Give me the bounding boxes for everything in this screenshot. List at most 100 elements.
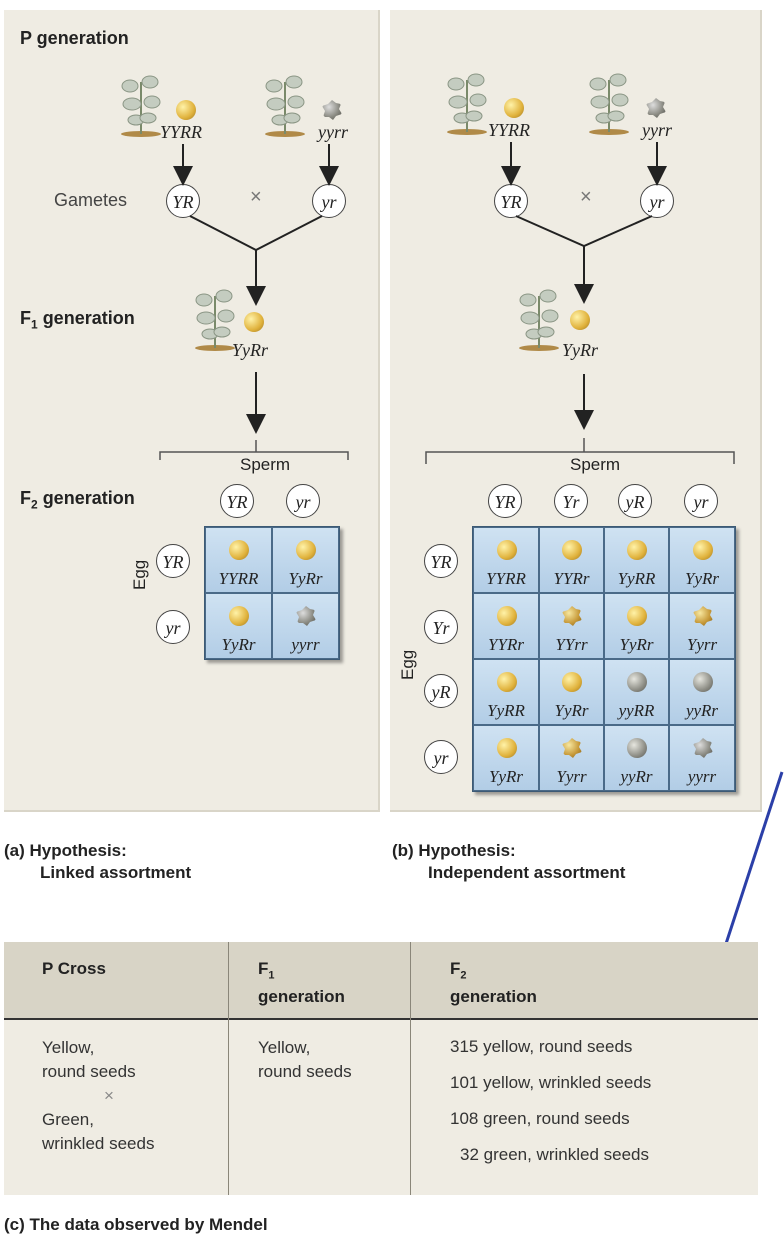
yellow-round-seed-icon [627, 606, 647, 626]
green-wrinkled-seed-icon [693, 738, 713, 758]
sperm-gamete-circle: YR [488, 484, 522, 518]
parent2-genotype: yyrr [318, 122, 348, 142]
egg-gamete-circle: Yr [424, 610, 458, 644]
yellow-round-seed-icon [497, 738, 517, 758]
egg-label: Egg [130, 559, 149, 590]
punnett-cell: YyRr [473, 725, 539, 791]
green-wrinkled-seed-icon [322, 100, 342, 120]
pointer-line [720, 771, 784, 957]
caption-a: (a) Hypothesis:Linked assortment [4, 841, 192, 882]
punnett-square-b: YYRR YYRr YyRR YyRr YYRr YYrr YyRr Yyrr … [472, 526, 736, 792]
punnett-cell: YyRr [669, 527, 735, 593]
sperm-gamete-circle: yR [618, 484, 652, 518]
yellow-round-seed-icon [693, 540, 713, 560]
f1-genotype: YyRr [232, 340, 268, 360]
punnett-cell: YYRr [473, 593, 539, 659]
punnett-cell: yyrr [272, 593, 339, 659]
punnett-square-a: YYRR YyRr YyRr yyrr [204, 526, 340, 660]
f1-generation-label: F1 generation [20, 308, 135, 332]
egg-gamete-circle: yr [156, 610, 190, 644]
yellow-round-seed-icon [497, 606, 517, 626]
f2-row: 32 green, wrinkled seeds [460, 1145, 650, 1164]
egg-gamete-circle: yR [424, 674, 458, 708]
punnett-cell: YYRr [539, 527, 604, 593]
sperm-gamete-circle: YR [220, 484, 254, 518]
caption-b: (b) Hypothesis:Independent assortment [392, 841, 626, 882]
f2-row: 315 yellow, round seeds [450, 1037, 633, 1056]
pea-plant-icon [195, 289, 235, 351]
parent1-genotype: YYRR [488, 120, 531, 140]
yellow-round-seed-icon [562, 540, 582, 560]
punnett-cell: Yyrr [539, 725, 604, 791]
punnett-cell: YYRR [473, 527, 539, 593]
green-wrinkled-seed-icon [646, 98, 666, 118]
punnett-cell: YyRr [205, 593, 272, 659]
pea-plant-icon [589, 73, 629, 135]
cross-arrows [425, 142, 735, 464]
green-wrinkled-seed-icon [296, 606, 316, 626]
pea-plant-icon [265, 75, 305, 137]
punnett-cell: YYRR [205, 527, 272, 593]
table-header [4, 942, 758, 1018]
f1-cell: Yellow, round seeds [258, 1038, 352, 1081]
yellow-wrinkled-seed-icon [693, 606, 713, 626]
gamete-circle: yr [312, 184, 346, 218]
punnett-cell: YyRR [473, 659, 539, 725]
yellow-round-seed-icon [562, 672, 582, 692]
yellow-round-seed-icon [504, 98, 524, 118]
f2-row: 108 green, round seeds [450, 1109, 630, 1128]
yellow-round-seed-icon [296, 540, 316, 560]
yellow-round-seed-icon [570, 310, 590, 330]
punnett-cell: YyRr [604, 593, 669, 659]
gamete-circle: YR [166, 184, 200, 218]
column-divider [410, 942, 411, 1195]
gametes-label: Gametes [54, 190, 128, 210]
yellow-round-seed-icon [244, 312, 264, 332]
yellow-round-seed-icon [229, 606, 249, 626]
cross-symbol: × [250, 186, 262, 208]
punnett-cell: yyRr [604, 725, 669, 791]
header-rule [4, 1018, 758, 1020]
sperm-gamete-circle: Yr [554, 484, 588, 518]
cross-arrows [159, 144, 349, 460]
caption-c: (c) The data observed by Mendel [4, 1215, 268, 1234]
yellow-round-seed-icon [627, 540, 647, 560]
yellow-round-seed-icon [176, 100, 196, 120]
yellow-wrinkled-seed-icon [562, 738, 582, 758]
pea-plant-icon [519, 289, 559, 351]
panel-a [4, 10, 380, 812]
punnett-cell: YYrr [539, 593, 604, 659]
punnett-cell: YyRr [272, 527, 339, 593]
f2-generation-label: F2 generation [20, 488, 135, 512]
punnett-cell: yyrr [669, 725, 735, 791]
cross-symbol: × [580, 186, 592, 208]
column-divider [228, 942, 229, 1195]
gamete-circle: yr [640, 184, 674, 218]
egg-gamete-circle: YR [424, 544, 458, 578]
punnett-cell: YyRr [539, 659, 604, 725]
pea-plant-icon [121, 75, 161, 137]
egg-gamete-circle: yr [424, 740, 458, 774]
sperm-gamete-circle: yr [684, 484, 718, 518]
punnett-cell: Yyrr [669, 593, 735, 659]
p-generation-label: P generation [20, 28, 129, 48]
yellow-round-seed-icon [497, 672, 517, 692]
green-round-seed-icon [627, 672, 647, 692]
yellow-round-seed-icon [497, 540, 517, 560]
parent1-genotype: YYRR [160, 122, 203, 142]
header-p-cross: P Cross [42, 959, 106, 978]
yellow-round-seed-icon [229, 540, 249, 560]
pea-plant-icon [447, 73, 487, 135]
egg-gamete-circle: YR [156, 544, 190, 578]
egg-label: Egg [398, 649, 417, 680]
green-round-seed-icon [627, 738, 647, 758]
parent2-genotype: yyrr [642, 120, 672, 140]
punnett-cell: yyRR [604, 659, 669, 725]
punnett-cell: YyRR [604, 527, 669, 593]
green-round-seed-icon [693, 672, 713, 692]
p-cross-cell: Yellow, round seeds × Green, wrinkled se… [42, 1038, 155, 1153]
yellow-wrinkled-seed-icon [562, 606, 582, 626]
f2-row: 101 yellow, wrinkled seeds [450, 1073, 652, 1092]
